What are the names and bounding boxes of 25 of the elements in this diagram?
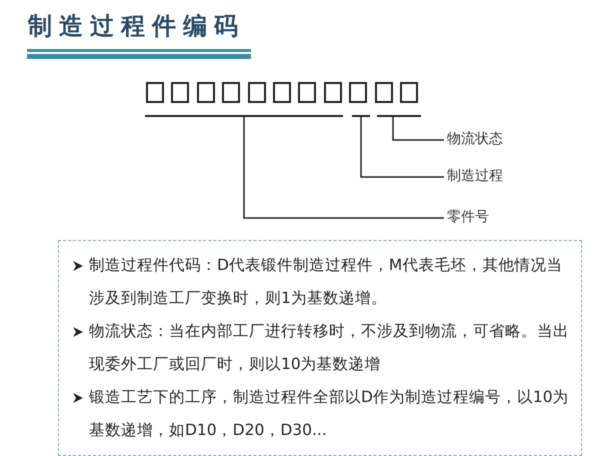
character-box [171, 82, 190, 103]
character-box [273, 82, 291, 103]
leader-line [243, 117, 444, 219]
character-box [400, 82, 418, 103]
character-box [248, 82, 266, 103]
character-box [374, 82, 393, 103]
character-box [196, 82, 215, 103]
note-text: 锻造工艺下的工序，制造过程件全部以D作为制造过程编号，以10为基数递增，如D10，D20，D30... [89, 388, 569, 439]
note-text: 物流状态：当在内部工厂进行转移时，不涉及到物流，可省略。当出现委外工厂或回厂时，则以10为基数递增 [89, 322, 569, 373]
leader-line [392, 117, 444, 141]
group-underline [377, 115, 421, 117]
group-underline [352, 115, 370, 117]
group-underline [145, 115, 343, 117]
character-box [298, 82, 316, 103]
page-title: 制造过程件编码 [28, 10, 245, 42]
character-box [222, 82, 240, 103]
note-text: 制造过程件代码：D代表锻件制造过程件，M代表毛坯，其他情况当涉及到制造工厂变换时，则1为基数递增。 [89, 256, 562, 307]
leader-line [360, 117, 444, 178]
field-label: 零件号 [447, 208, 507, 226]
character-box [349, 82, 368, 103]
character-box [146, 82, 164, 103]
field-label: 物流状态 [447, 130, 517, 148]
field-label: 制造过程 [447, 167, 517, 185]
notes-panel [58, 240, 582, 456]
character-box [324, 82, 342, 103]
